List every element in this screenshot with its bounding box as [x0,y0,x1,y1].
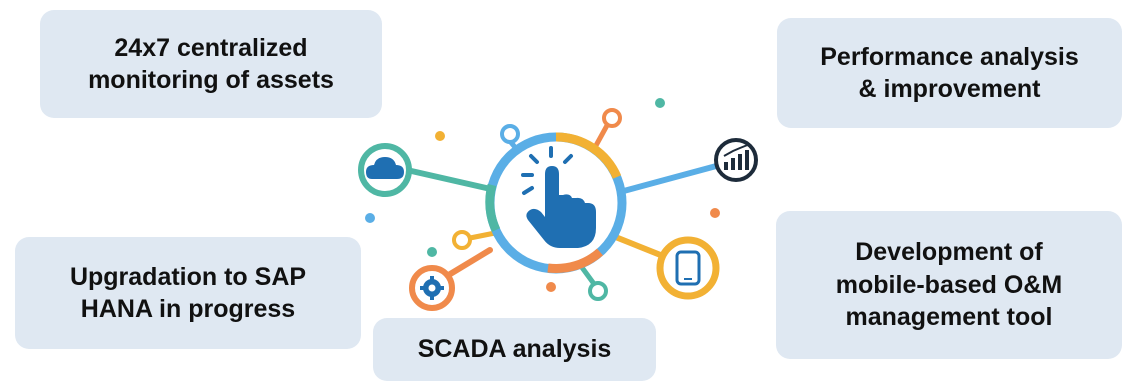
spoke-line [404,167,498,193]
hub-arc [547,248,603,273]
performance-box: Performance analysis & improvement [777,18,1122,128]
decor-dot [365,213,375,223]
box-line: mobile-based O&M [835,270,1063,299]
box-line: Performance analysis [820,42,1079,71]
decor-dot [710,208,720,218]
scada-box: SCADA analysis [373,318,656,381]
mobile-tool-box: Development of mobile-based O&M manageme… [776,211,1122,359]
ring-node [452,230,472,250]
monitoring-box: 24x7 centralized monitoring of assets [40,10,382,118]
ring-node [500,124,520,144]
decor-dot [427,247,437,257]
decor-dot [435,131,445,141]
box-line: SCADA analysis [417,335,612,364]
box-line: & improvement [858,75,1041,103]
box-line: HANA in progress [80,295,296,323]
box-line: Upgradation to SAP [69,262,307,291]
decor-dot [546,282,556,292]
box-line: management tool [845,303,1053,332]
mobile-phone-icon [656,236,720,300]
box-line: monitoring of assets [88,66,334,94]
bar-chart-icon [714,138,758,182]
decor-dot [655,98,665,108]
hub-arc [485,183,501,232]
cloud-icon [358,143,412,197]
gear-icon [409,265,455,311]
ring-node [588,281,608,301]
hub-arc [555,132,622,179]
box-line: 24x7 centralized [114,33,308,62]
pointing-hand-icon [521,146,596,248]
spoke-line [610,233,671,261]
spoke-line [617,162,723,195]
box-line: Development of [855,238,1043,267]
ring-node [602,108,622,128]
sap-upgrade-box: Upgradation to SAP HANA in progress [15,237,361,349]
